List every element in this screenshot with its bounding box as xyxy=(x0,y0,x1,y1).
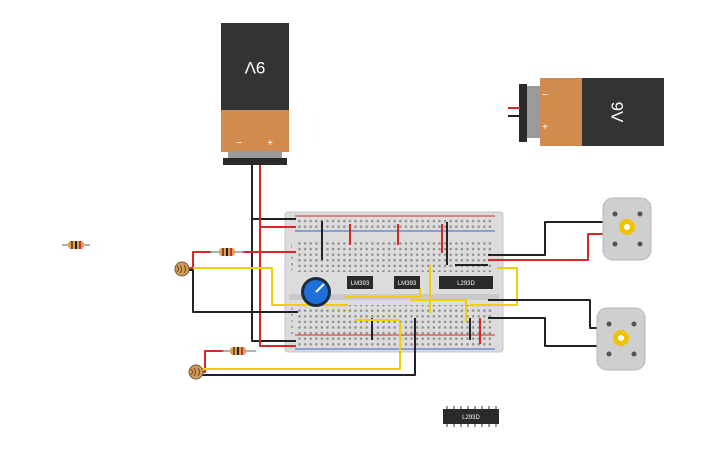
chip-label: LM393 xyxy=(351,281,370,287)
photoresistor-1[interactable] xyxy=(174,261,190,277)
row-letter: j xyxy=(290,243,292,248)
wire-yellow[interactable] xyxy=(410,299,467,322)
resistor-1[interactable] xyxy=(210,248,244,256)
row-letter: e xyxy=(291,306,294,311)
chip-lm393-1[interactable]: LM393 xyxy=(347,276,373,289)
wire-black[interactable] xyxy=(488,317,598,347)
battery-snap xyxy=(526,86,540,138)
row-letter: a xyxy=(291,330,294,335)
dc-motor-2[interactable] xyxy=(596,307,646,371)
row-letter: c xyxy=(291,318,293,323)
wire-black[interactable] xyxy=(198,318,416,376)
battery-plus-label: + xyxy=(542,122,548,133)
potentiometer[interactable] xyxy=(301,277,331,307)
battery-label: 9V xyxy=(244,58,265,77)
resistor-2[interactable] xyxy=(222,347,256,355)
chip-label: L293D xyxy=(457,281,475,287)
wire-yellow[interactable] xyxy=(198,322,401,370)
battery-plus-label: + xyxy=(267,138,273,149)
wire-yellow[interactable] xyxy=(345,288,421,298)
battery-9v-vertical[interactable]: 9V − + xyxy=(221,23,289,165)
battery-minus-label: − xyxy=(542,90,548,101)
wire-red[interactable] xyxy=(259,227,296,347)
row-letter: h xyxy=(291,255,293,260)
battery-9v-horizontal[interactable]: 9V − + xyxy=(508,78,664,146)
row-letter: f xyxy=(291,267,293,272)
chip-label: LM393 xyxy=(398,281,417,287)
wire-black[interactable] xyxy=(251,219,296,342)
battery-clip xyxy=(223,158,287,165)
chip-label: L293D xyxy=(462,415,480,421)
dc-motor-1[interactable] xyxy=(602,197,652,261)
chip-l293d-board[interactable]: L293D xyxy=(439,276,493,289)
row-letter: g xyxy=(291,261,293,266)
chip-lm393-2[interactable]: LM393 xyxy=(394,276,420,289)
wire-black[interactable] xyxy=(488,299,598,329)
row-letter: b xyxy=(291,324,294,329)
photoresistor-2[interactable] xyxy=(188,364,204,380)
row-letter: d xyxy=(291,312,293,317)
chip-l293d-loose[interactable]: L293D xyxy=(443,406,499,427)
wire-red[interactable] xyxy=(488,233,603,261)
wire-black[interactable] xyxy=(251,165,296,220)
battery-minus-label: − xyxy=(236,138,242,149)
wire-yellow[interactable] xyxy=(470,267,518,306)
battery-snap xyxy=(228,151,282,159)
battery-label: 9V xyxy=(608,102,627,123)
wire-black[interactable] xyxy=(488,221,603,256)
battery-clip xyxy=(519,84,527,142)
resistor-loose[interactable] xyxy=(62,241,90,249)
